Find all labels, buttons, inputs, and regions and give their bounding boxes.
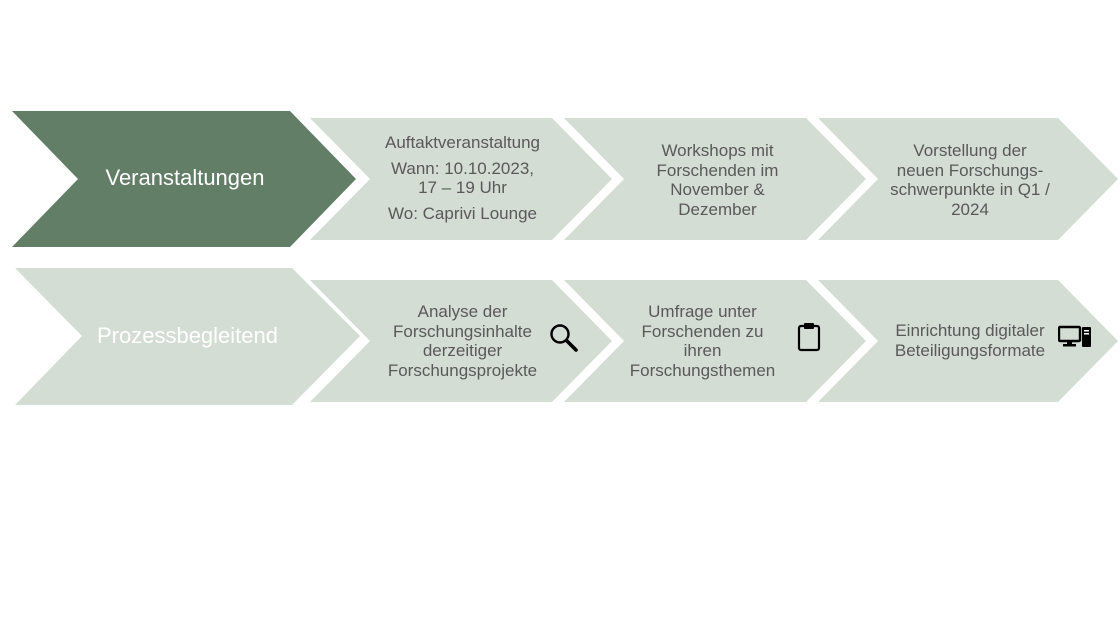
step-umfrage: Umfrage unter Forschenden zu ihren Forsc… bbox=[629, 302, 776, 380]
row-title-prozessbegleitend: Prozessbegleitend bbox=[96, 323, 278, 348]
magnifier-icon bbox=[550, 324, 578, 352]
step-workshops: Workshops mit Forschenden im November & … bbox=[656, 141, 779, 219]
clipboard-icon bbox=[797, 323, 821, 352]
row-title-veranstaltungen: Veranstaltungen bbox=[105, 165, 265, 190]
step-vorstellung: Vorstellung der neuen Forschungs- schwer… bbox=[890, 141, 1050, 219]
step-einrichtung: Einrichtung digitaler Beteiligungsformat… bbox=[894, 321, 1046, 360]
computer-icon bbox=[1058, 325, 1091, 347]
step-analyse: Analyse der Forschungsinhalte derzeitige… bbox=[387, 302, 538, 380]
step-auftaktveranstaltung: Auftaktveranstaltung Wann: 10.10.2023, 1… bbox=[385, 133, 540, 223]
